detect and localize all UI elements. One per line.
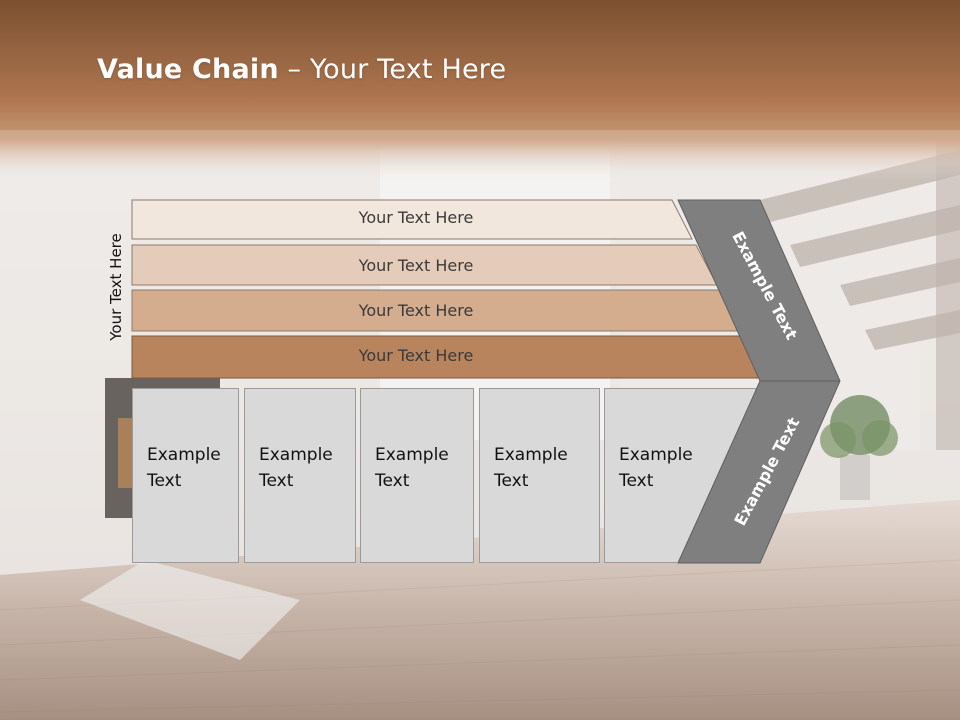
box-3-line2: Text xyxy=(375,471,410,491)
slide-title: Value Chain – Your Text Here xyxy=(97,54,506,85)
box-1-line1: Example xyxy=(147,445,221,465)
primary-box-1: Example Text xyxy=(132,388,239,563)
support-row-3-label: Your Text Here xyxy=(358,301,474,320)
title-rest: – Your Text Here xyxy=(278,54,507,85)
support-row-1-label: Your Text Here xyxy=(358,208,474,227)
support-row-4-label: Your Text Here xyxy=(358,346,474,365)
box-2-reflection xyxy=(244,563,356,720)
support-row-1 xyxy=(131,199,693,240)
box-4-line1: Example xyxy=(494,445,568,465)
primary-box-2: Example Text xyxy=(244,388,356,563)
box-5-reflection xyxy=(604,563,756,720)
support-row-2-label: Your Text Here xyxy=(358,256,474,275)
box-5-line2: Text xyxy=(619,471,654,491)
box-4-line2: Text xyxy=(494,471,529,491)
box-1-reflection xyxy=(132,563,239,720)
box-2-line2: Text xyxy=(259,471,294,491)
box-3-reflection xyxy=(360,563,474,720)
box-3-line1: Example xyxy=(375,445,449,465)
title-bold: Value Chain xyxy=(97,54,279,85)
box-4-reflection xyxy=(479,563,600,720)
box-2-line1: Example xyxy=(259,445,333,465)
primary-box-3: Example Text xyxy=(360,388,474,563)
box-1-line2: Text xyxy=(147,471,182,491)
primary-box-4: Example Text xyxy=(479,388,600,563)
box-5-line1: Example xyxy=(619,445,693,465)
